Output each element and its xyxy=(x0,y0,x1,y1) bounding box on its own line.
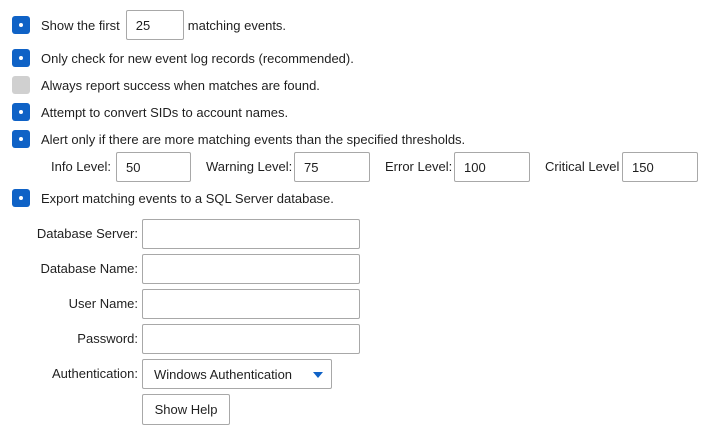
export-sql-label: Export matching events to a SQL Server d… xyxy=(41,190,334,206)
error-level-input[interactable] xyxy=(454,152,530,182)
only-new-row: Only check for new event log records (re… xyxy=(12,48,354,68)
database-name-input[interactable] xyxy=(142,254,360,284)
warning-level-input[interactable] xyxy=(294,152,370,182)
only-new-checkbox[interactable] xyxy=(12,49,30,67)
show-first-row: Show the first matching events. xyxy=(12,10,287,40)
always-success-checkbox[interactable] xyxy=(12,76,30,94)
checkbox-checked-icon xyxy=(19,110,23,114)
critical-level-label: Critical Level xyxy=(545,159,620,174)
checkbox-checked-icon xyxy=(19,23,23,27)
only-new-label: Only check for new event log records (re… xyxy=(41,50,354,66)
critical-level-input[interactable] xyxy=(622,152,698,182)
convert-sids-label: Attempt to convert SIDs to account names… xyxy=(41,104,289,120)
chevron-down-icon xyxy=(313,372,323,378)
user-name-label: User Name: xyxy=(68,296,138,311)
authentication-selected-value: Windows Authentication xyxy=(154,366,293,382)
database-server-input[interactable] xyxy=(142,219,360,249)
show-help-button[interactable]: Show Help xyxy=(142,394,230,425)
checkbox-checked-icon xyxy=(19,56,23,60)
authentication-select[interactable]: Windows Authentication xyxy=(142,359,332,389)
show-first-label: Show the first xyxy=(41,17,120,33)
error-level-label: Error Level: xyxy=(385,159,453,174)
show-first-count-input[interactable] xyxy=(125,10,184,40)
convert-sids-checkbox[interactable] xyxy=(12,103,30,121)
checkbox-checked-icon xyxy=(19,196,23,200)
show-first-suffix: matching events. xyxy=(187,17,287,33)
alert-threshold-label: Alert only if there are more matching ev… xyxy=(41,131,466,147)
password-label: Password: xyxy=(77,331,138,346)
checkbox-checked-icon xyxy=(19,137,23,141)
always-success-label: Always report success when matches are f… xyxy=(41,77,320,93)
info-level-label: Info Level: xyxy=(51,159,111,174)
show-first-checkbox[interactable] xyxy=(12,16,30,34)
export-sql-checkbox[interactable] xyxy=(12,189,30,207)
database-server-label: Database Server: xyxy=(36,226,138,241)
user-name-input[interactable] xyxy=(142,289,360,319)
database-name-label: Database Name: xyxy=(40,261,138,276)
convert-sids-row: Attempt to convert SIDs to account names… xyxy=(12,102,288,122)
export-sql-row: Export matching events to a SQL Server d… xyxy=(12,188,334,208)
always-success-row: Always report success when matches are f… xyxy=(12,75,320,95)
authentication-label: Authentication: xyxy=(51,366,138,381)
alert-threshold-row: Alert only if there are more matching ev… xyxy=(12,129,465,149)
password-input[interactable] xyxy=(142,324,360,354)
info-level-input[interactable] xyxy=(116,152,191,182)
alert-threshold-checkbox[interactable] xyxy=(12,130,30,148)
warning-level-label: Warning Level: xyxy=(206,159,293,174)
